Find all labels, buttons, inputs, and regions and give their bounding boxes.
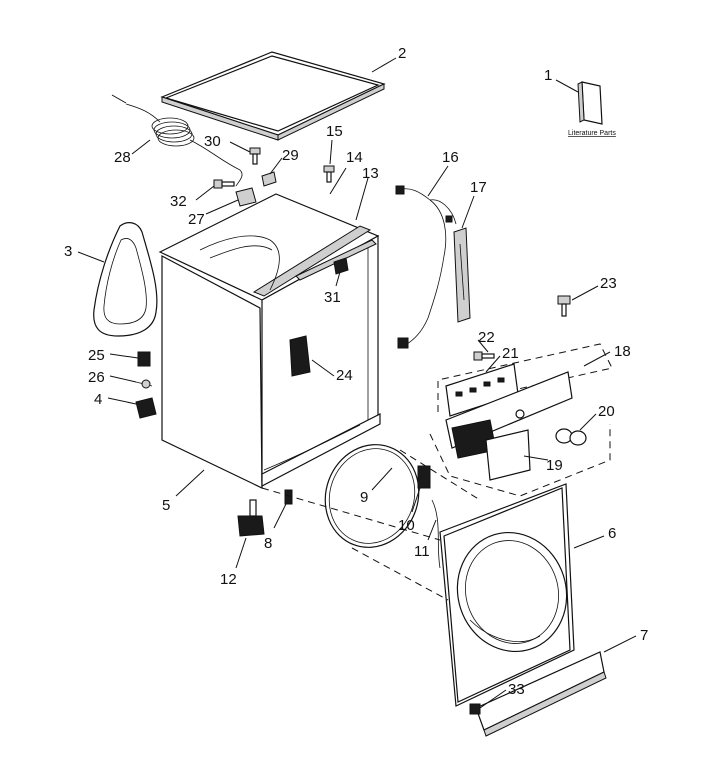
part-31 [333, 257, 349, 275]
control-board [453, 227, 471, 323]
cover-gasket [93, 222, 158, 337]
callout-22: 22 [478, 329, 495, 346]
callout-4: 4 [94, 391, 102, 408]
callout-15: 15 [326, 123, 343, 140]
callout-28: 28 [114, 149, 131, 166]
callout-18: 18 [614, 343, 631, 360]
callout-2: 2 [398, 45, 406, 62]
screw-15 [323, 165, 335, 183]
callout-labels: 1 2 3 4 5 6 7 8 9 10 11 12 13 14 15 16 1… [64, 45, 648, 698]
top-panel [160, 51, 386, 141]
callout-23: 23 [600, 275, 617, 292]
callout-26: 26 [88, 369, 105, 386]
power-cord [111, 94, 243, 187]
callout-3: 3 [64, 243, 72, 260]
part-25 [137, 351, 151, 367]
callout-27: 27 [188, 211, 205, 228]
callout-10: 10 [398, 517, 415, 534]
callout-21: 21 [502, 345, 519, 362]
door-bellow [324, 444, 420, 548]
callout-30: 30 [204, 133, 221, 150]
callout-5: 5 [162, 497, 170, 514]
cabinet [158, 193, 381, 489]
screw-30 [249, 147, 261, 165]
leader-lines [77, 57, 637, 709]
callout-32: 32 [170, 193, 187, 210]
callout-17: 17 [470, 179, 487, 196]
leveling-leg [237, 499, 265, 537]
callout-1: 1 [544, 67, 552, 84]
part-4 [135, 397, 157, 419]
literature-booklet: Literature Parts [568, 81, 616, 137]
callout-6: 6 [608, 525, 616, 542]
part-8 [284, 489, 293, 505]
screw-23 [557, 295, 571, 317]
callout-8: 8 [264, 535, 272, 552]
callout-13: 13 [362, 165, 379, 182]
door-lock [417, 465, 431, 489]
part-26 [135, 379, 153, 389]
callout-11: 11 [414, 543, 430, 560]
callout-12: 12 [220, 571, 237, 588]
screw-32 [213, 179, 235, 189]
callout-33: 33 [508, 681, 525, 698]
front-panel [439, 483, 575, 707]
clip-29 [261, 171, 277, 187]
callout-31: 31 [324, 289, 341, 306]
callout-25: 25 [88, 347, 105, 364]
callout-20: 20 [598, 403, 615, 420]
dispenser-drawer [451, 419, 531, 481]
wire-harness [395, 185, 457, 349]
callout-24: 24 [336, 367, 353, 384]
callout-16: 16 [442, 149, 459, 166]
lock-harness [431, 499, 441, 569]
screw-22 [473, 351, 495, 361]
callout-14: 14 [346, 149, 363, 166]
callout-19: 19 [546, 457, 563, 474]
kickplate [469, 651, 607, 737]
literature-parts-label: Literature Parts [568, 130, 616, 137]
knobs [555, 428, 587, 446]
alignment-lines [261, 449, 481, 601]
callout-9: 9 [360, 489, 368, 506]
bracket-27 [235, 187, 257, 207]
callout-7: 7 [640, 627, 648, 644]
callout-29: 29 [282, 147, 299, 164]
